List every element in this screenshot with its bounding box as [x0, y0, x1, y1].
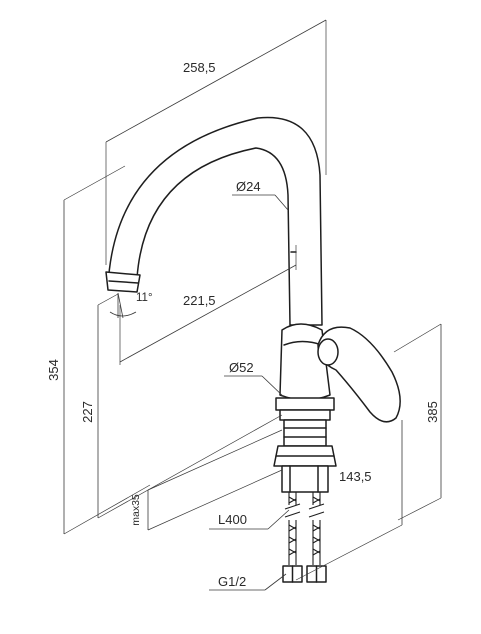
label-spout-reach: 221,5	[183, 293, 216, 308]
label-spout-diameter: Ø24	[236, 179, 261, 194]
flexible-hoses	[282, 492, 327, 583]
label-lever-height: 385	[425, 401, 440, 423]
label-spout-length: 258,5	[183, 60, 216, 75]
label-spout-angle: 11°	[136, 292, 153, 304]
label-thread: G1/2	[218, 574, 246, 589]
label-total-height: 354	[46, 359, 61, 381]
spout	[107, 116, 323, 326]
base-ring	[275, 397, 335, 411]
label-body-diameter: Ø52	[229, 360, 254, 375]
dimension-labels: 258,5 Ø24 11° 221,5 Ø52 354 227 max35 38…	[46, 60, 440, 589]
label-max-thickness: max35	[130, 494, 142, 526]
faucet-outline	[105, 116, 401, 493]
dimension-lines	[63, 19, 442, 591]
threaded-shank	[283, 419, 327, 447]
label-spout-height: 227	[80, 401, 95, 423]
label-hose-length: L400	[218, 512, 247, 527]
label-lever-reach: 143,5	[339, 469, 372, 484]
